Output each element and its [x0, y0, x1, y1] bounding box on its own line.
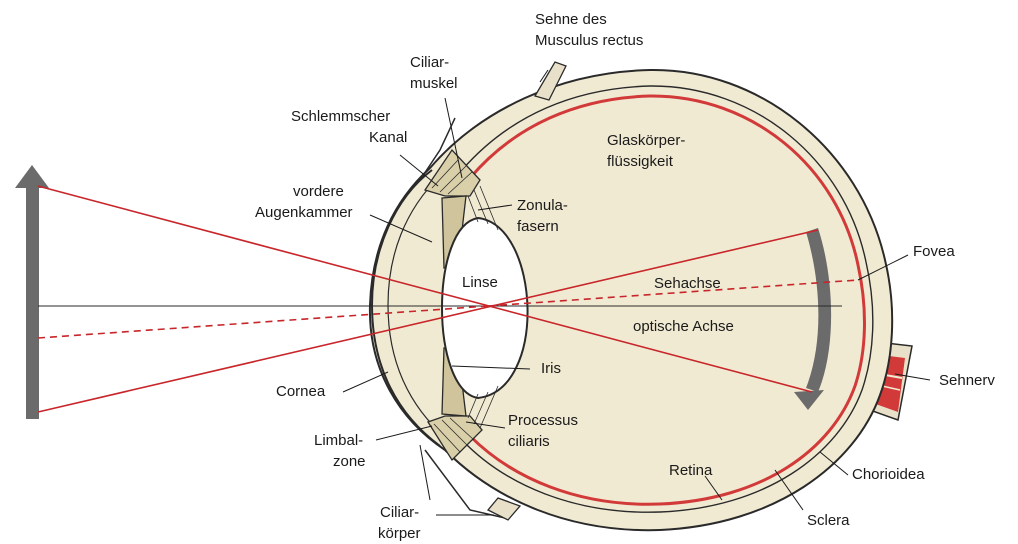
label-ciliarkoerper-2: körper [378, 525, 421, 542]
label-ciliarkoerper-1: Ciliar- [380, 504, 419, 521]
label-sehne-1: Sehne des [535, 11, 607, 28]
label-processus-1: Processus [508, 412, 578, 429]
label-limbal-2: zone [333, 453, 366, 470]
object-arrow [15, 165, 49, 419]
label-retina: Retina [669, 462, 713, 479]
label-sehachse: Sehachse [654, 275, 721, 292]
label-sehne-2: Musculus rectus [535, 32, 643, 49]
label-ciliarmuskel-2: muskel [410, 75, 458, 92]
label-sehnerv: Sehnerv [939, 372, 995, 389]
label-iris: Iris [541, 360, 561, 377]
label-schlemm-2: Kanal [369, 129, 407, 146]
label-cornea: Cornea [276, 383, 326, 400]
label-limbal-1: Limbal- [314, 432, 363, 449]
label-zonula-1: Zonula- [517, 197, 568, 214]
label-glaskoerper-2: flüssigkeit [607, 153, 674, 170]
label-linse: Linse [462, 274, 498, 291]
label-chorioidea: Chorioidea [852, 466, 925, 483]
label-ciliarmuskel-1: Ciliar- [410, 54, 449, 71]
label-vordere-2: Augenkammer [255, 204, 353, 221]
label-sclera: Sclera [807, 512, 850, 529]
label-vordere-1: vordere [293, 183, 344, 200]
label-glaskoerper-1: Glaskörper- [607, 132, 685, 149]
label-optische-achse: optische Achse [633, 318, 734, 335]
label-zonula-2: fasern [517, 218, 559, 235]
label-schlemm-1: Schlemmscher [291, 108, 390, 125]
label-fovea: Fovea [913, 243, 955, 260]
label-processus-2: ciliaris [508, 433, 550, 450]
